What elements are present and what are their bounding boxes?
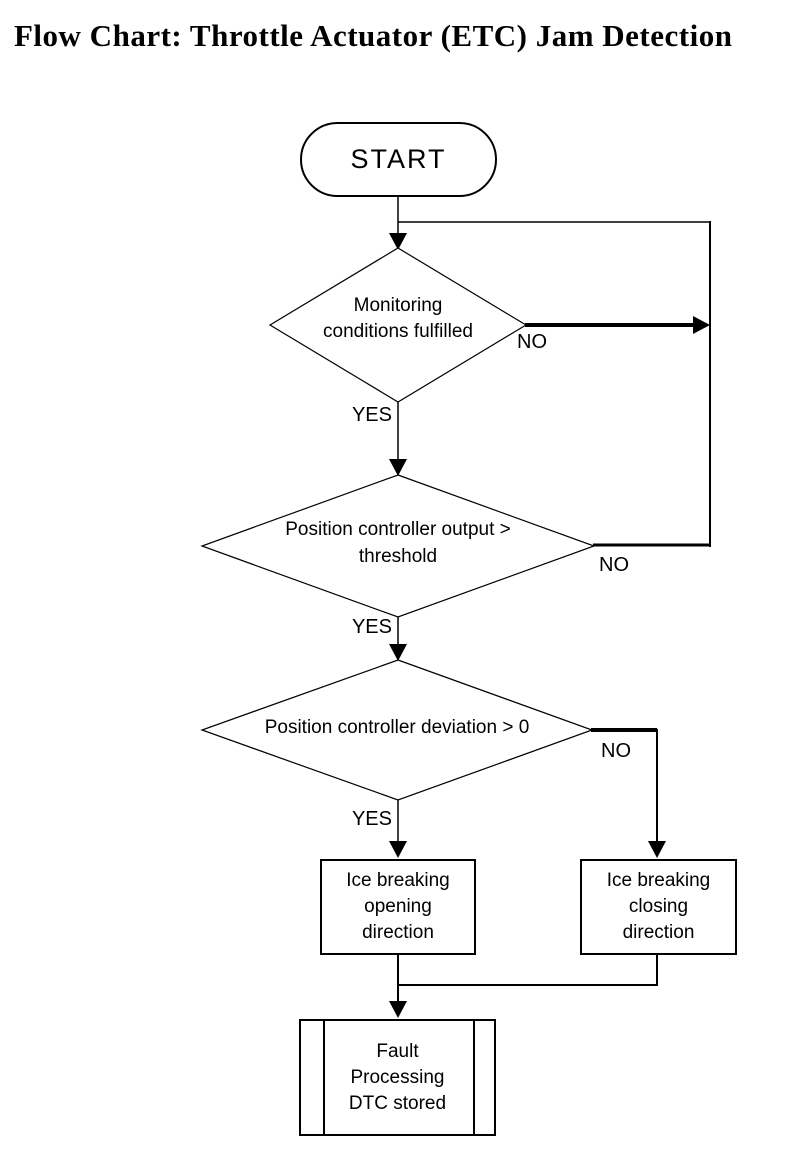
edge-label-decision3-no: NO [601,740,631,762]
arrow-down-into-fault-box-icon [389,1001,407,1018]
decision-diamond-deviation [200,659,594,801]
predefined-process-fault: Fault Processing DTC stored [299,1019,496,1136]
arrowhead-icons [389,233,710,1018]
decision-text-deviation: Position controller deviation > 0 [264,717,530,738]
arrow-down-into-decision2-icon [389,459,407,476]
start-node: START [300,122,497,197]
arrow-down-into-decision1-icon [389,233,407,250]
predefined-process-right-bar [473,1021,475,1134]
edge-label-decision2-no: NO [599,554,629,576]
decision-diamonds [200,247,596,801]
edge-label-decision3-yes: YES [351,808,392,830]
process-ice-breaking-closing-label: Ice breaking closing direction [606,870,711,943]
page-title: Flow Chart: Throttle Actuator (ETC) Jam … [14,18,733,53]
decision-diamond-monitoring [268,247,528,403]
edge-label-decision1-no: NO [517,331,547,353]
process-ice-breaking-closing: Ice breaking closing direction [580,859,737,955]
decision-text-output: Position controller output > threshold [285,519,511,567]
arrow-down-into-opening-box-icon [389,841,407,858]
predefined-process-left-bar [323,1021,325,1134]
arrow-right-into-loop-icon [693,316,710,334]
arrow-down-into-closing-box-icon [648,841,666,858]
start-label: START [350,144,447,174]
connector-lines [397,197,711,1004]
decision-text-monitoring: Monitoring conditions fulfilled [323,295,473,342]
process-ice-breaking-opening-label: Ice breaking opening direction [346,870,450,943]
predefined-process-fault-label: Fault Processing DTC stored [348,1040,447,1114]
arrow-down-into-decision3-icon [389,644,407,661]
edge-label-decision1-yes: YES [351,404,392,426]
decision-diamond-output [200,474,596,618]
process-ice-breaking-opening: Ice breaking opening direction [320,859,476,955]
edge-label-decision2-yes: YES [351,616,392,638]
